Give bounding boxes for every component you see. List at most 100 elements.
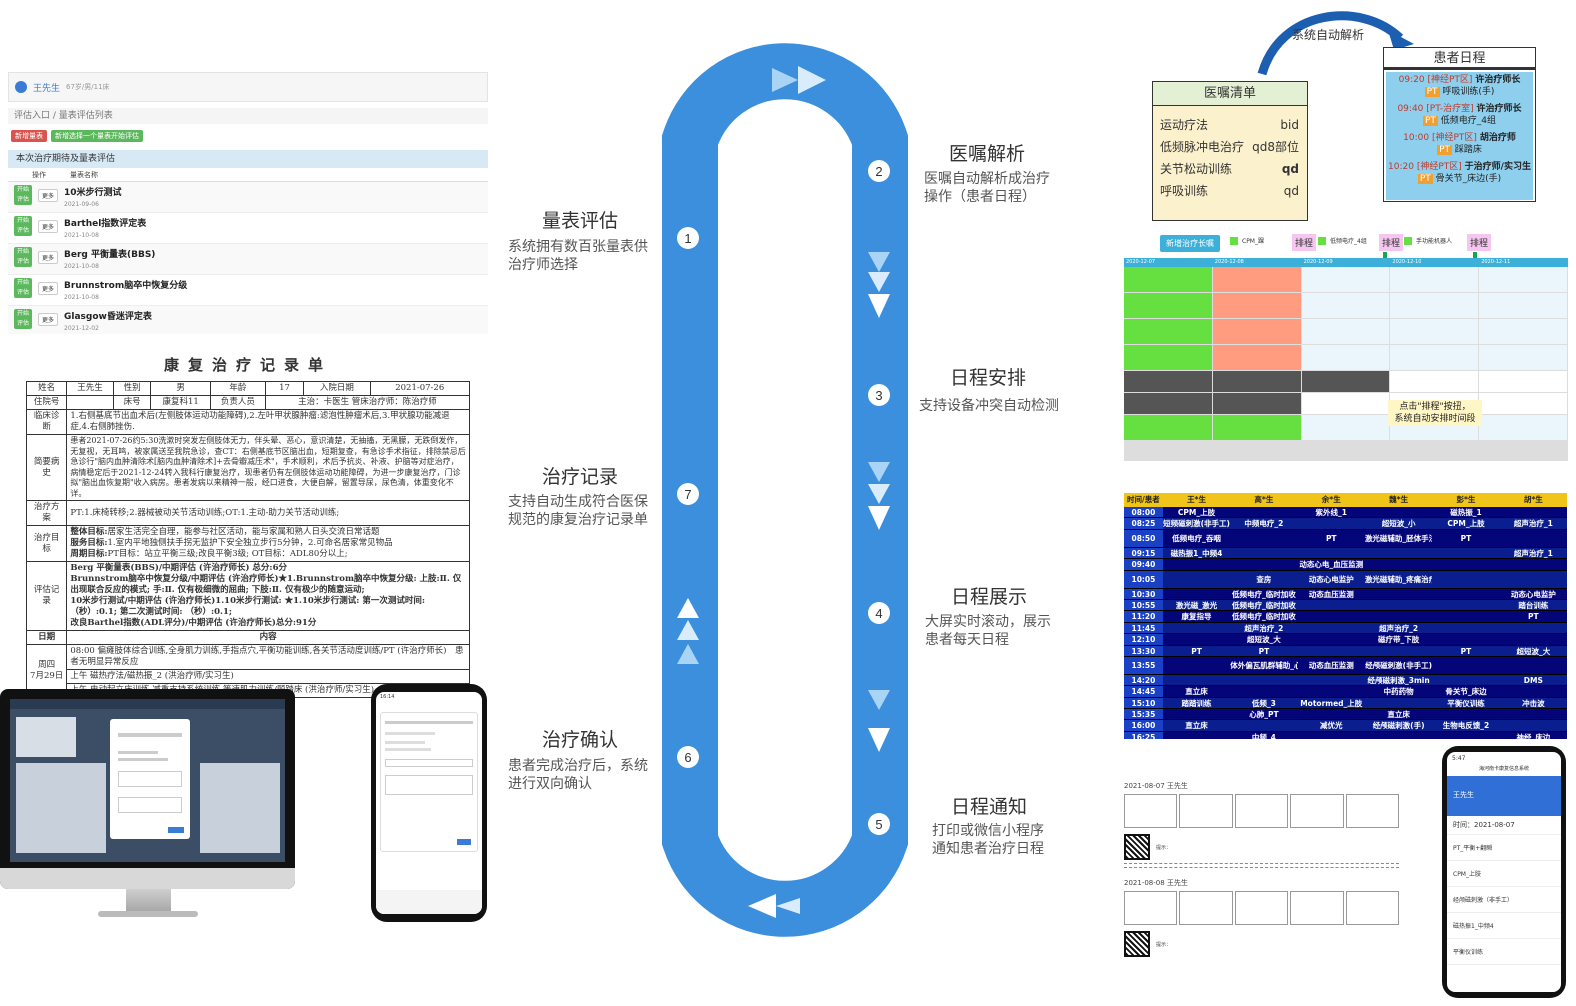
board-cell: 动态心电监护 [1308, 574, 1354, 584]
record-entry: 上午 磁热疗法/磁热振_2 (洪治疗师/实习生) [66, 669, 470, 684]
notif-date: 2021-08-07 王先生 [1124, 782, 1188, 790]
board-cell [1432, 657, 1499, 674]
calendar-date: 2020-12-09 [1303, 259, 1333, 265]
more-dropdown[interactable]: 更多 [38, 189, 59, 202]
eval-entry: 10米步行测试/中期评估 (许治疗师长)1.10米步行测试: ★1.10米步行测… [70, 596, 426, 617]
order-freq: bid [1280, 118, 1299, 132]
board-cell: 激光磁辅助_疼痛治疗 [1364, 574, 1433, 584]
order-freq: qd8部位 [1252, 140, 1299, 154]
label-sex: 性别 [112, 381, 152, 396]
phone-confirm-button[interactable] [457, 839, 471, 845]
phone-schedule-item: PT_平衡+翻瞬 [1447, 835, 1561, 861]
board-cell: PT [1528, 612, 1539, 622]
board-cell: 骨关节_床边 [1445, 687, 1487, 697]
board-cell: 中药药物 [1383, 687, 1414, 697]
start-eval-button[interactable]: 开始评估 [14, 309, 32, 329]
notif-slots [1124, 891, 1400, 925]
board-cell [1432, 732, 1499, 739]
value-diagnosis: 1.右侧基底节出血术后(左侧肢体运动功能障碍),2.左叶甲状腺肿瘤:滤泡性肿瘤术… [66, 409, 470, 435]
board-cell: 低频电疗_临时加收 [1232, 589, 1296, 599]
calendar-legend: 手功能机器人 [1404, 236, 1452, 245]
step-2-desc: 医嘱自动解析成治疗 操作（患者日程） [924, 171, 1050, 205]
phone-right: 5:47 海河南卡康复信息系统 王先生 时间：2021-08-07 PT_平衡+… [1442, 746, 1566, 998]
order-name: 关节松动训练 [1160, 162, 1233, 176]
scale-name: Berg 平衡量表(BBS) [64, 250, 156, 260]
board-cell [1432, 623, 1499, 633]
board-cell [1230, 720, 1297, 730]
board-head-cell: 彭*生 [1456, 495, 1476, 504]
step-1-title: 量表评估 [542, 210, 619, 232]
step-3-num: 3 [875, 388, 882, 403]
board-cell: 体外偏瓦肌群辅助_心肺PT [1230, 660, 1297, 670]
schedule-button[interactable]: 排程 [1467, 234, 1492, 251]
board-time: 15:35 [1124, 709, 1163, 720]
board-cell [1163, 732, 1230, 739]
orders-title: 医嘱清单 [1153, 82, 1307, 106]
board-cell: DMS [1523, 675, 1543, 685]
start-new-scale-button[interactable]: 新增选择一个量表开始评估 [51, 130, 143, 142]
record-title: 康复治疗记录单 [163, 356, 332, 374]
board-time: 09:15 [1124, 547, 1163, 559]
board-cell: CPM_上肢 [1177, 508, 1216, 517]
phone-date[interactable]: 时间：2021-08-07 [1447, 816, 1561, 835]
confirm-button[interactable] [168, 827, 184, 833]
schedule-button[interactable]: 排程 [1379, 234, 1404, 251]
order-item: 关节松动训练 qd [1153, 158, 1307, 180]
more-dropdown[interactable]: 更多 [38, 251, 59, 264]
add-scale-button[interactable]: 新增量表 [11, 130, 47, 142]
notif-note: 提示： [1156, 844, 1172, 851]
add-long-order-button[interactable]: 新增治疗长嘱 [1160, 235, 1220, 252]
board-cell: 动态心电_血压监测 [1299, 560, 1364, 570]
board-cell: 中频_4 [1251, 732, 1276, 739]
board-cell [1500, 530, 1567, 547]
desktop-monitor [0, 689, 295, 889]
more-dropdown[interactable]: 更多 [38, 313, 59, 326]
notif-date: 2021-08-08 王先生 [1124, 879, 1188, 887]
patient-header: 王先生 67岁/男/11床 [8, 72, 488, 102]
schedule-button[interactable]: 排程 [1292, 234, 1317, 251]
start-eval-button[interactable]: 开始评估 [14, 247, 32, 267]
board-time: 16:25 [1124, 731, 1163, 739]
step-5-title: 日程通知 [951, 796, 1028, 818]
more-dropdown[interactable]: 更多 [38, 282, 59, 295]
start-eval-button[interactable]: 开始评估 [14, 185, 32, 205]
board-head-cell: 高*生 [1254, 495, 1274, 504]
board-cell [1365, 600, 1432, 610]
order-freq: qd [1281, 162, 1299, 176]
scale-date: 2021-10-08 [64, 294, 99, 301]
monitor-screen [10, 699, 285, 862]
breadcrumb[interactable]: 评估入口 / 量表评估列表 [8, 108, 488, 124]
qr-code-icon [1124, 931, 1150, 957]
board-cell [1230, 675, 1297, 685]
label-owner: 负责人员 [209, 395, 266, 410]
start-eval-button[interactable]: 开始评估 [14, 278, 32, 298]
phone-schedule-item: 经颅磁刺激（非手工） [1447, 887, 1561, 913]
weekly-calendar: 2020-12-07 2020-12-08 2020-12-09 2020-12… [1124, 258, 1568, 474]
start-eval-button[interactable]: 开始评估 [14, 216, 32, 236]
board-time: 12:10 [1124, 634, 1163, 645]
phone-app-title: 海河南卡康复信息系统 [1478, 766, 1529, 772]
step-7-num: 7 [684, 487, 691, 502]
board-time: 14:45 [1124, 686, 1163, 697]
phone-time: 5:47 [1452, 755, 1466, 762]
schedule-tip: 点击"排程"按扭， 系统自动安排时间段 [1388, 400, 1482, 426]
scale-date: 2021-10-08 [64, 263, 99, 270]
board-cell: 低频电疗_临时加收 [1232, 612, 1296, 622]
board-cell [1230, 559, 1297, 569]
order-freq: qd [1283, 184, 1299, 198]
board-cell [1432, 675, 1499, 685]
label-diagnosis: 临床诊断 [25, 409, 68, 435]
step-4-circle [868, 602, 890, 624]
scale-section-band: 本次治疗期待及量表评估 [8, 150, 488, 168]
more-dropdown[interactable]: 更多 [38, 220, 59, 233]
